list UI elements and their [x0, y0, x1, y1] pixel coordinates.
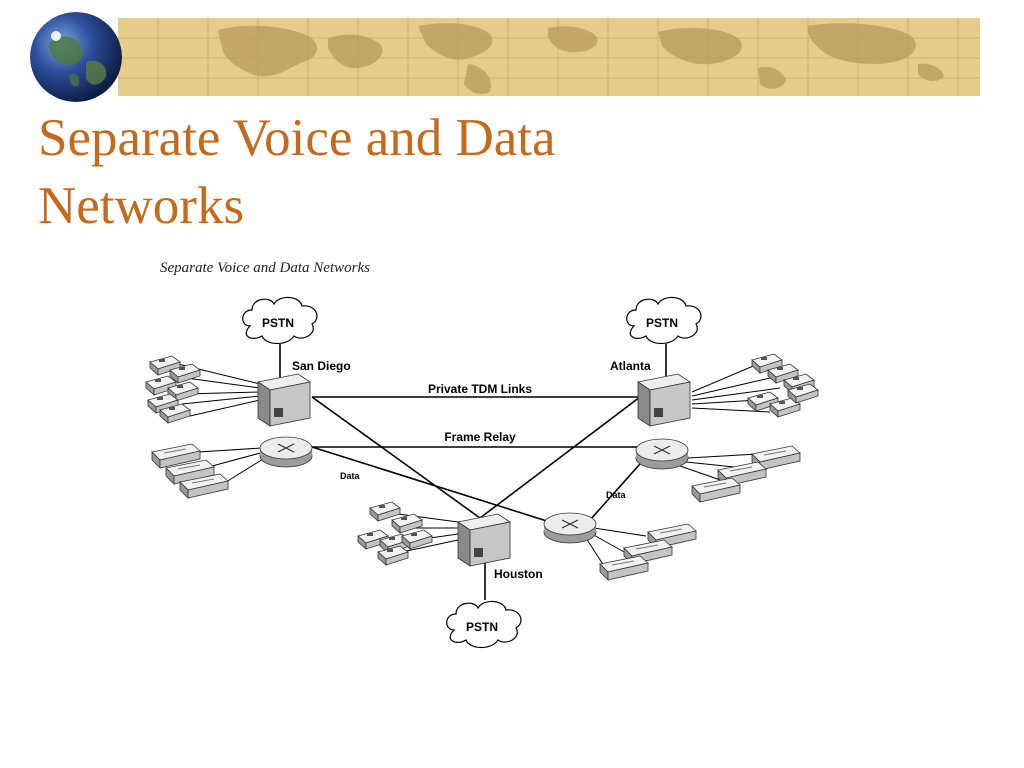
pstn-cloud-atlanta: PSTN: [626, 296, 702, 345]
link-label-data-sd: Data: [340, 471, 361, 481]
link-tdm-at-hou: [479, 396, 641, 519]
world-map-strip: [118, 18, 980, 96]
slide-title-line-1: Separate Voice and Data: [38, 109, 556, 167]
pstn-label-sd: PSTN: [262, 316, 294, 330]
pstn-cloud-houston: PSTN: [446, 600, 522, 649]
pstn-cloud-san-diego: PSTN: [242, 296, 318, 345]
network-diagram: Separate Voice and Data Networks: [140, 252, 840, 652]
link-label-data-at: Data: [606, 490, 627, 500]
router-san-diego: [259, 436, 313, 468]
stations-houston: [599, 523, 697, 581]
router-atlanta: [635, 438, 689, 470]
map-banner: [118, 18, 980, 96]
site-label-houston: Houston: [494, 567, 543, 581]
router-houston: [543, 512, 597, 544]
pbx-atlanta: [637, 373, 691, 427]
stations-san-diego: [151, 443, 229, 499]
link-data-at: [589, 463, 641, 521]
pstn-label-at: PSTN: [646, 316, 678, 330]
site-label-san-diego: San Diego: [292, 359, 351, 373]
pbx-houston: [457, 513, 511, 567]
slide-title-line-2: Networks: [38, 177, 245, 235]
site-label-atlanta: Atlanta: [610, 359, 651, 373]
phones-san-diego: [145, 355, 201, 424]
phones-atlanta: [747, 353, 819, 418]
phones-houston: [357, 501, 433, 566]
globe-icon: [30, 12, 122, 102]
network-diagram-svg: Separate Voice and Data Networks: [145, 260, 819, 649]
link-data-sd: [311, 446, 551, 523]
link-label-frame-relay: Frame Relay: [444, 430, 516, 444]
pstn-label-hou: PSTN: [466, 620, 498, 634]
pbx-san-diego: [257, 373, 311, 427]
link-label-tdm: Private TDM Links: [428, 382, 532, 396]
link-tdm-sd-hou: [311, 396, 481, 519]
figure-caption: Separate Voice and Data Networks: [160, 260, 370, 276]
slide-title: Separate Voice and Data Networks: [38, 104, 798, 240]
